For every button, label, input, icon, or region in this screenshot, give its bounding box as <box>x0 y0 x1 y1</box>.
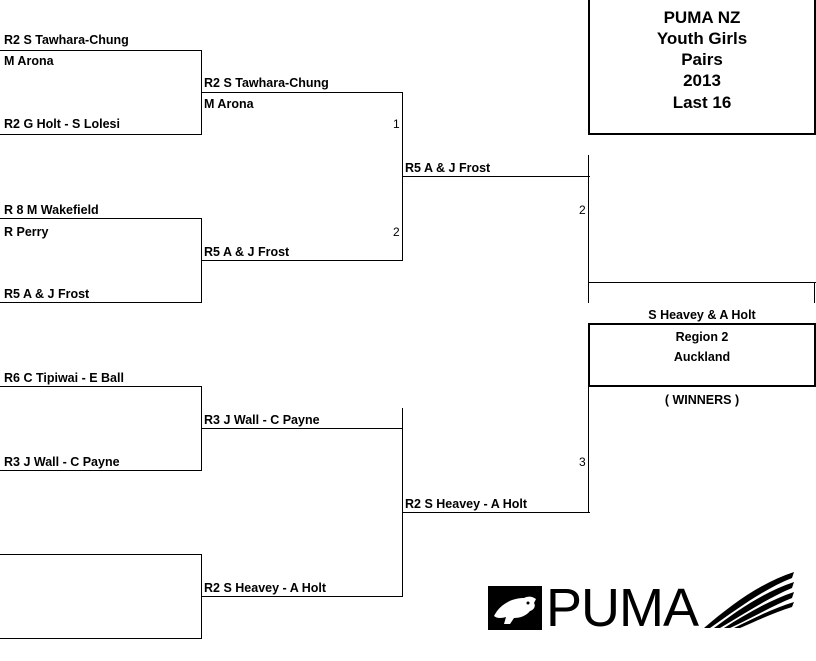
winners-tag: ( WINNERS ) <box>664 393 740 407</box>
r2-s4-name: R2 S Heavey - A Holt <box>204 581 327 595</box>
r2-q1-score-2: 2 <box>393 225 400 239</box>
r1-m1-bottom: R2 G Holt - S Lolesi <box>4 117 120 131</box>
r3-s2-name: R2 S Heavey - A Holt <box>405 497 528 511</box>
r3-s1-name: R5 A & J Frost <box>405 161 491 175</box>
winner-name: S Heavey & A Holt <box>648 308 756 322</box>
r1-m1-bottom-line <box>0 134 202 135</box>
r2-s4-line <box>201 596 403 597</box>
r2-s1-name: R2 S Tawhara-Chung <box>204 76 329 90</box>
r3-score-1: 2 <box>579 203 586 217</box>
r1-m2-top: R 8 M Wakefield <box>4 203 99 217</box>
r1-m3-bottom-line <box>0 470 202 471</box>
r1-m4-bottom-line <box>0 638 202 639</box>
r2-q2-connector <box>402 408 403 597</box>
final-line-right <box>814 282 815 303</box>
r2-q1-score-1: 1 <box>393 117 400 131</box>
r3-s2-line <box>402 512 590 513</box>
winner-city: Auckland <box>673 350 731 364</box>
r2-s3-line <box>201 428 403 429</box>
r1-m4-top-line <box>0 554 202 555</box>
r1-m2-bottom-line <box>0 302 202 303</box>
r2-s3-name: R3 J Wall - C Payne <box>204 413 320 427</box>
r1-m1-top2: M Arona <box>4 54 54 68</box>
title-line-4: 2013 <box>683 71 721 90</box>
r2-s1-line <box>201 92 403 93</box>
title-line-1: PUMA NZ <box>663 8 741 27</box>
r1-m1-top: R2 S Tawhara-Chung <box>4 33 129 47</box>
title-line-2: Youth Girls <box>656 29 748 48</box>
r1-m3-top: R6 C Tipiwai - E Ball <box>4 371 124 385</box>
final-line <box>588 282 816 283</box>
r1-m2-top-line <box>0 218 202 219</box>
r1-m2-bottom: R5 A & J Frost <box>4 287 90 301</box>
r2-s1-name2: M Arona <box>204 97 254 111</box>
puma-stripes-icon <box>704 572 794 628</box>
r3-s1-line <box>402 176 590 177</box>
puma-logo: PUMA <box>486 570 796 636</box>
r2-s2-name: R5 A & J Frost <box>204 245 290 259</box>
r3-score-2: 3 <box>579 455 586 469</box>
title-box <box>588 0 816 135</box>
r1-m1-top-line <box>0 50 202 51</box>
title-line-5: Last 16 <box>672 93 732 112</box>
puma-wordmark: PUMA <box>546 578 699 638</box>
r3-final-connector-bottom <box>588 386 589 513</box>
puma-cat-icon <box>488 586 542 630</box>
r1-m3-bottom: R3 J Wall - C Payne <box>4 455 120 469</box>
winner-box <box>588 323 816 387</box>
winner-region: Region 2 <box>675 330 729 344</box>
title-line-3: Pairs <box>681 50 723 69</box>
r3-final-connector-top <box>588 155 589 303</box>
r1-m2-top2: R Perry <box>4 225 49 239</box>
r1-m3-top-line <box>0 386 202 387</box>
r2-s2-line <box>201 260 403 261</box>
